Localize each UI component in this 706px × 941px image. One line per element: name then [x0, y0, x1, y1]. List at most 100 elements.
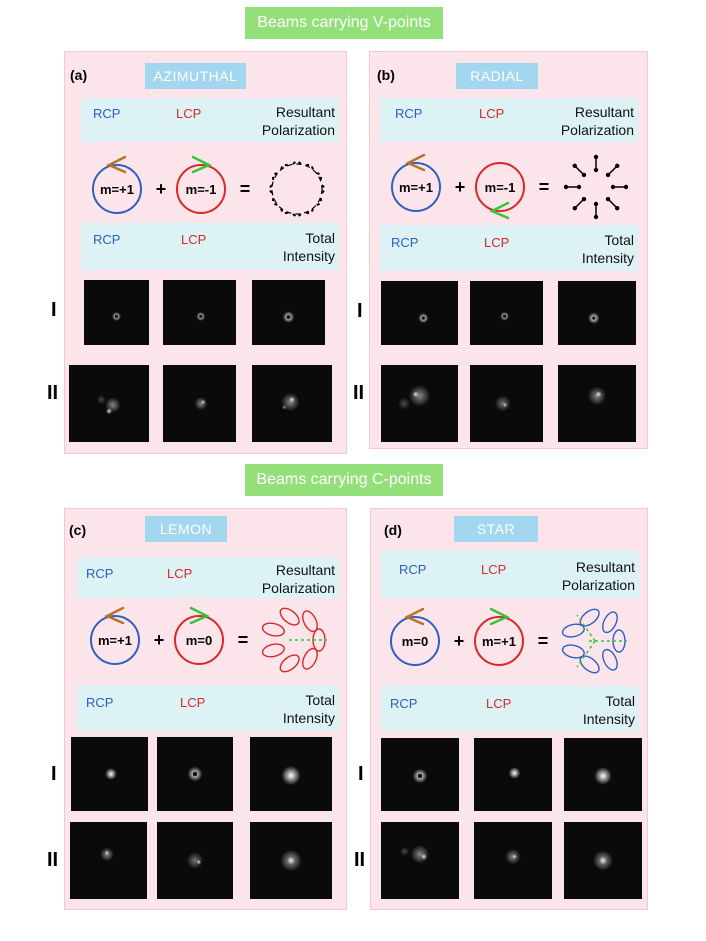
arrowhead-icon — [563, 184, 569, 190]
row-label-I: I — [51, 763, 57, 785]
topological-charge-label: m=+1 — [482, 634, 516, 649]
superposition-diagram: m=+1+m=-1= — [391, 153, 629, 220]
polarization-vector-icon — [280, 208, 289, 215]
polarization-vector-icon — [271, 197, 278, 206]
c-points-banner: Beams carrying C-points — [245, 464, 443, 496]
circularly-polarized-beam — [391, 162, 441, 212]
arrowhead-icon — [593, 154, 599, 160]
lcp-label: LCP — [481, 562, 507, 577]
circularly-polarized-beam — [176, 164, 226, 214]
circularly-polarized-beam — [92, 164, 142, 214]
topological-charge-label: m=0 — [186, 633, 212, 648]
lcp-label: LCP — [486, 696, 512, 711]
rcp-label: RCP — [399, 562, 427, 577]
v-points-banner: Beams carrying V-points — [245, 7, 443, 39]
row-label-I: I — [357, 300, 363, 322]
beam-image-rcp-II — [70, 822, 147, 899]
rcp-label: RCP — [86, 566, 114, 581]
topological-charge-label: m=0 — [402, 634, 428, 649]
panel-label: (a) — [70, 67, 88, 83]
polarization-ellipse-icon — [279, 607, 300, 626]
beam-image-lcp-I — [470, 281, 543, 345]
equals-sign: = — [240, 179, 251, 199]
arrowhead-icon — [593, 201, 599, 207]
beam-image-rcp-I — [381, 738, 459, 811]
beam-image-total-I — [252, 280, 325, 345]
arrowhead-icon — [572, 163, 577, 168]
rcp-label: RCP — [93, 106, 121, 121]
equals-sign: = — [539, 177, 550, 197]
polarization-vector-icon — [292, 161, 302, 165]
panel-label: (b) — [377, 67, 395, 83]
counterclockwise-arrow-icon — [489, 201, 510, 220]
polarization-vector-icon — [316, 197, 323, 206]
polarization-vector-icon — [280, 163, 289, 170]
polarization-ellipse-icon — [561, 644, 585, 659]
beam-image-lcp-I — [474, 738, 552, 811]
beam-image-total-II — [252, 365, 332, 442]
row-label-II: II — [47, 849, 59, 871]
beam-image-total-II — [564, 822, 642, 899]
beam-image-total-II — [558, 365, 636, 442]
superposition-diagram: m=+1+m=0= — [90, 606, 327, 673]
beam-image-rcp-I — [381, 281, 458, 345]
arrowhead-icon — [593, 167, 599, 173]
beam-image-rcp-II — [381, 822, 459, 899]
panel-title: LEMON — [145, 516, 227, 542]
rcp-label: RCP — [395, 106, 423, 121]
beam-image-lcp-II — [474, 822, 552, 899]
beam-image-lcp-II — [157, 822, 233, 899]
circularly-polarized-beam — [475, 162, 525, 212]
beam-image-total-I — [558, 281, 636, 345]
equals-sign: = — [238, 630, 249, 650]
clockwise-arrow-icon — [191, 155, 212, 174]
panel-title: RADIAL — [456, 63, 538, 89]
polarization-ellipse-icon — [279, 654, 300, 673]
singularity-line-icon — [576, 614, 596, 642]
arrowhead-icon — [623, 184, 629, 190]
arrowhead-icon — [615, 163, 620, 168]
arrowhead-icon — [581, 196, 587, 202]
lcp-label: LCP — [181, 232, 207, 247]
counterclockwise-arrow-icon — [104, 606, 125, 625]
lcp-label: LCP — [167, 566, 193, 581]
panel-label: (d) — [384, 522, 402, 538]
superposition-diagram: m=+1+m=-1= — [92, 155, 325, 217]
beam-image-rcp-II — [381, 365, 458, 442]
row-label-II: II — [47, 382, 59, 404]
arrowhead-icon — [576, 184, 582, 190]
row-label-I: I — [358, 763, 364, 785]
plus-sign: + — [156, 179, 167, 199]
arrowhead-icon — [605, 172, 611, 178]
row-label-I: I — [51, 299, 57, 321]
arrowhead-icon — [605, 196, 611, 202]
lcp-label: LCP — [479, 106, 505, 121]
equals-sign: = — [538, 631, 549, 651]
panel-label: (c) — [69, 522, 87, 538]
polarization-ellipse-icon — [579, 608, 600, 627]
rcp-label: RCP — [86, 695, 114, 710]
counterclockwise-arrow-icon — [106, 155, 127, 174]
arrowhead-icon — [593, 214, 599, 220]
topological-charge-label: m=+1 — [98, 633, 132, 648]
panel-title: AZIMUTHAL — [145, 63, 246, 89]
row-label-II: II — [353, 382, 365, 404]
azimuthal-pattern-icon — [271, 163, 323, 215]
row-label-II: II — [354, 849, 366, 871]
beam-image-lcp-II — [163, 365, 236, 442]
beam-image-total-II — [250, 822, 332, 899]
